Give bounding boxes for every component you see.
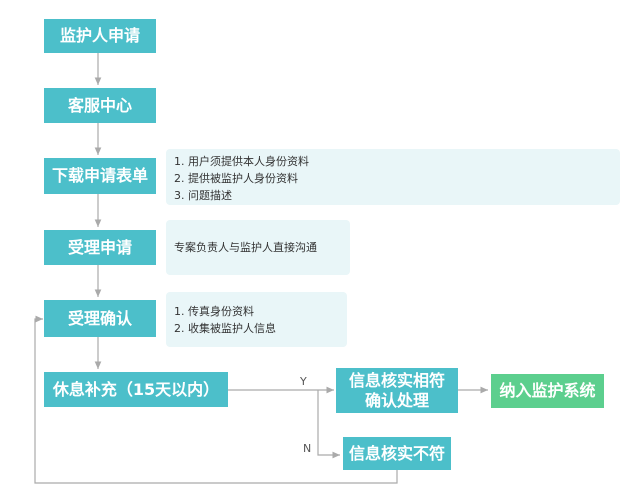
- node-verified-line2: 确认处理: [364, 390, 429, 410]
- arrow-branch-to-mismatch: [317, 390, 340, 459]
- note-line: 专案负责人与监护人直接沟通: [174, 241, 317, 254]
- node-accept-confirm: 受理确认: [44, 300, 156, 337]
- node-verified-line1: 信息核实相符: [348, 370, 445, 390]
- node-verified-match: 信息核实相符 确认处理: [336, 368, 458, 413]
- label-no: N: [303, 442, 312, 455]
- node-accept-application: 受理申请: [44, 230, 156, 265]
- note-accept-confirm: 1. 传真身份资料 2. 收集被监护人信息: [166, 292, 347, 347]
- node-join-system: 纳入监护系统: [491, 374, 604, 408]
- note-line: 2. 提供被监护人身份资料: [174, 172, 298, 185]
- note-line: 2. 收集被监护人信息: [174, 321, 276, 335]
- note-line: 3. 问题描述: [174, 189, 232, 202]
- loop-mismatch-to-confirm: [34, 315, 398, 484]
- node-customer-service: 客服中心: [44, 88, 156, 123]
- node-verified-mismatch: 信息核实不符: [343, 437, 451, 470]
- note-download-form: 1. 用户须提供本人身份资料 2. 提供被监护人身份资料 3. 问题描述: [166, 149, 620, 205]
- node-guardian-apply: 监护人申请: [44, 19, 156, 53]
- note-line: 1. 用户须提供本人身份资料: [174, 155, 309, 168]
- note-accept-application: 专案负责人与监护人直接沟通: [166, 220, 350, 275]
- label-yes: Y: [300, 375, 307, 388]
- note-line: 1. 传真身份资料: [174, 304, 254, 318]
- node-supplement: 休息补充（15天以内）: [44, 372, 228, 407]
- node-download-form: 下载申请表单: [44, 158, 156, 194]
